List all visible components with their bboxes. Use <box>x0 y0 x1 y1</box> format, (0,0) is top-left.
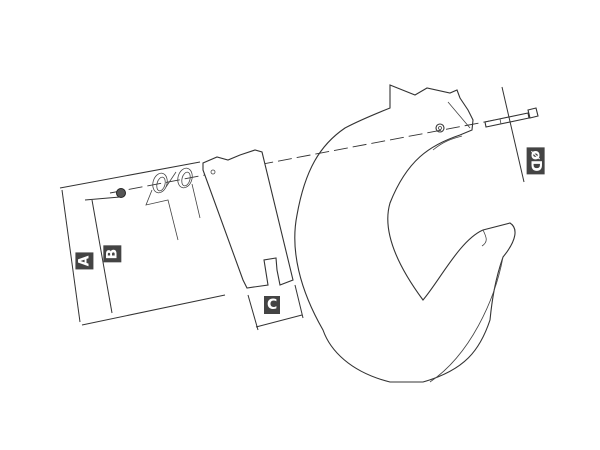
hook-latch-lug <box>432 101 471 151</box>
latch-spring <box>145 167 201 241</box>
dimension-label-d: øD <box>526 147 545 175</box>
dimension-label-b: B <box>103 245 122 263</box>
bolt <box>484 107 539 128</box>
hook-body <box>294 84 516 383</box>
latch-plate-hole <box>210 169 216 175</box>
dimension-lines <box>59 86 525 331</box>
latch-plate <box>202 149 294 289</box>
dimension-label-c: C <box>264 296 281 314</box>
hook-pin-hole <box>435 123 445 133</box>
hook-tip-detail <box>429 229 504 383</box>
nut <box>116 188 126 198</box>
assembly-axis <box>109 119 496 194</box>
dimension-label-a: A <box>75 252 94 270</box>
